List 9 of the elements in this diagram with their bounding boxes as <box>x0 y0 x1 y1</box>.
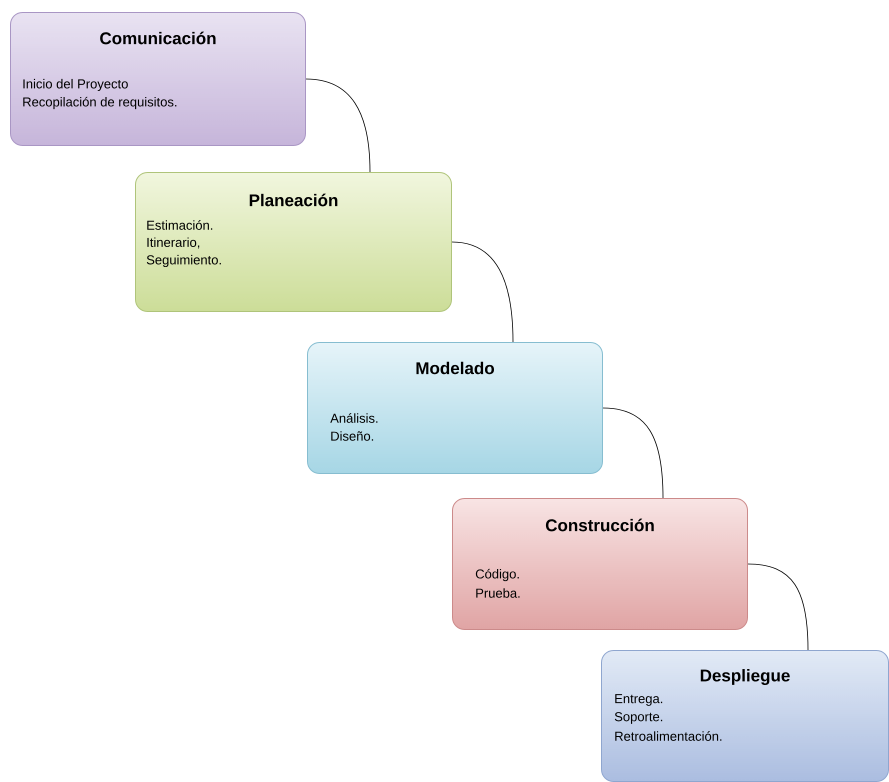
process-box: Planeación Estimación. Itinerario, Seguimiento. <box>135 172 452 312</box>
connector-curve <box>602 408 664 498</box>
process-box: Despliegue Entrega. Soporte. Retroalimentación. <box>601 650 889 782</box>
connector-curve <box>452 242 514 342</box>
connector-curve <box>748 564 808 650</box>
process-box: Modelado Análisis. Diseño. <box>307 342 603 474</box>
process-box: Comunicación Inicio del Proyecto Recopilación de requisitos. <box>10 12 306 146</box>
process-box: Construcción Código. Prueba. <box>452 498 748 630</box>
connector-curve <box>306 78 370 172</box>
